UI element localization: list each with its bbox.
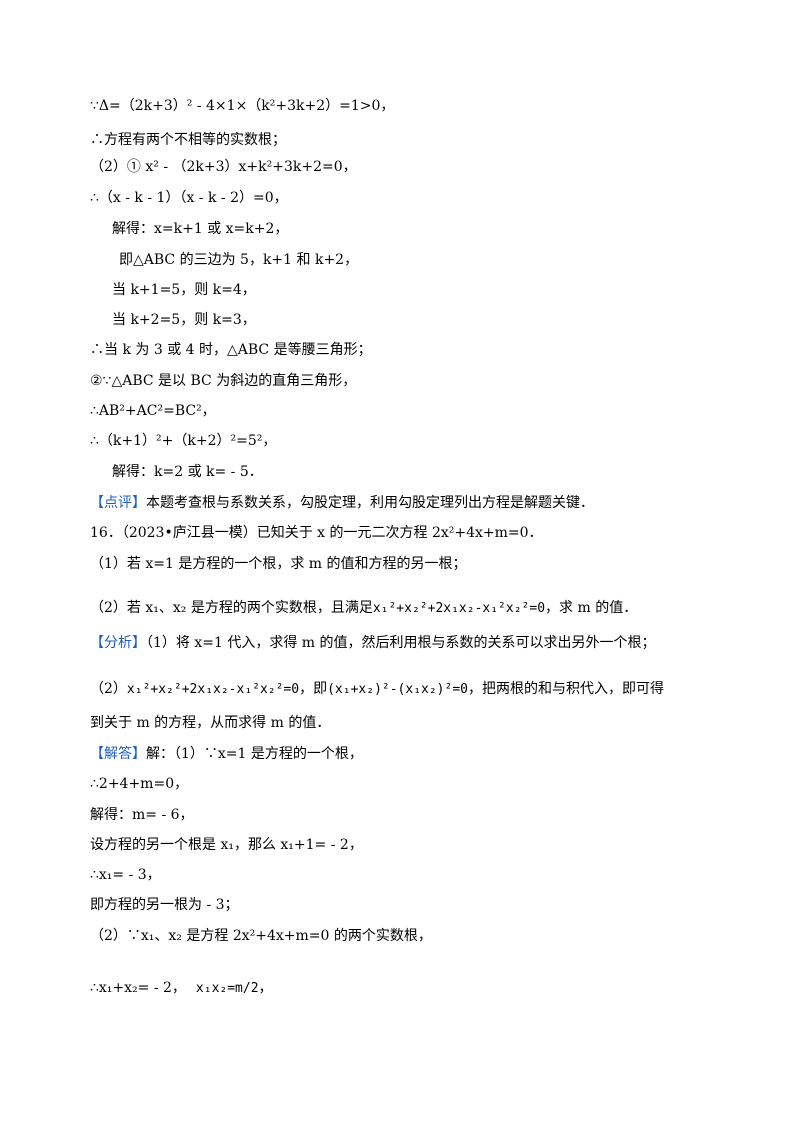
analysis-mid: ，即 [299,681,328,697]
text-line: ∵Δ=（2k+3）² - 4×1×（k²+3k+2）=1>0， [90,98,395,114]
question-1: （1）若 x=1 是方程的一个根，求 m 的值和方程的另一根； [90,556,467,572]
comment-line: 【点评】本题考查根与系数关系，勾股定理，利用勾股定理列出方程是解题关键． [90,494,594,512]
text-line: 当 k+1=5，则 k=4， [112,282,256,298]
q2-formula: x₁²+x₂²+2x₁x₂-x₁²x₂²=0 [372,601,546,616]
answer-line: 设方程的另一个根是 x₁，那么 x₁+1= - 2， [90,837,363,853]
analysis-prefix: （2） [90,681,127,697]
text-line: ∴（x - k - 1）（x - k - 2）=0， [90,190,288,206]
answer-product-formula: x₁x₂=m/2 [195,981,259,996]
answer-last-text: ∴x₁+x₂= - 2， [90,980,186,996]
analysis-tag: 【分析】 [90,635,146,651]
text-line: ∴当 k 为 3 或 4 时，△ABC 是等腰三角形； [90,342,372,358]
text-line: 解得：k=2 或 k= - 5． [112,464,263,480]
problem-number: 16． [90,525,122,541]
problem-16-stem: 16．（2023•庐江县一模）已知关于 x 的一元二次方程 2x²+4x+m=0… [90,524,543,542]
answer-last-line: ∴x₁+x₂= - 2， x₁x₂=m/2， [90,979,273,998]
answer-text: 解：（1）∵x=1 是方程的一个根， [146,746,363,762]
answer-tag: 【解答】 [90,746,146,762]
question-2: （2）若 x₁、x₂ 是方程的两个实数根，且满足x₁²+x₂²+2x₁x₂-x₁… [90,599,637,618]
answer-line: 即方程的另一根为 - 3； [90,897,239,913]
analysis-tail: ，把两根的和与积代入，即可得 [468,681,664,697]
answer-line: 解得：m= - 6， [90,807,194,823]
answer-last-comma: ， [258,980,273,996]
analysis-formula-1: x₁²+x₂²+2x₁x₂-x₁²x₂²=0 [126,682,300,697]
comment-text: 本题考查根与系数关系，勾股定理，利用勾股定理列出方程是解题关键． [146,495,594,511]
text-line: 即△ABC 的三边为 5，k+1 和 k+2， [119,252,359,268]
comment-tag: 【点评】 [90,495,146,511]
answer-line: ∴2+4+m=0， [90,776,189,792]
analysis-formula-2: (x₁+x₂)²-(x₁x₂)²=0 [327,682,468,697]
answer-line: ∴x₁= - 3， [90,867,161,883]
analysis-line-3: 到关于 m 的方程，从而求得 m 的值． [90,715,331,731]
text-line: ∴方程有两个不相等的实数根； [90,132,286,148]
text-line: ∴（k+1）²+（k+2）²=5²， [90,433,277,449]
text-line: 当 k+2=5，则 k=3， [112,312,256,328]
q2-text-end: ，求 m 的值． [545,600,638,616]
text-line: ②∵△ABC 是以 BC 为斜边的直角三角形， [90,373,357,389]
problem-stem: （2023•庐江县一模）已知关于 x 的一元二次方程 2x²+4x+m=0． [121,525,543,541]
text-line: ∴AB²+AC²=BC²， [90,403,216,419]
analysis-line-1: 【分析】（1）将 x=1 代入，求得 m 的值，然后利用根与系数的关系可以求出另… [90,634,656,652]
analysis-text: （1）将 x=1 代入，求得 m 的值，然后利用根与系数的关系可以求出另外一个根… [146,635,656,651]
text-line: （2）① x² - （2k+3）x+k²+3k+2=0， [90,159,357,175]
answer-line: （2）∵x₁、x₂ 是方程 2x²+4x+m=0 的两个实数根， [90,928,432,944]
answer-line-1: 【解答】解：（1）∵x=1 是方程的一个根， [90,745,363,763]
analysis-line-2: （2）x₁²+x₂²+2x₁x₂-x₁²x₂²=0，即(x₁+x₂)²-(x₁x… [90,680,664,699]
q2-text: （2）若 x₁、x₂ 是方程的两个实数根，且满足 [90,600,373,616]
text-line: 解得：x=k+1 或 x=k+2， [112,221,289,237]
